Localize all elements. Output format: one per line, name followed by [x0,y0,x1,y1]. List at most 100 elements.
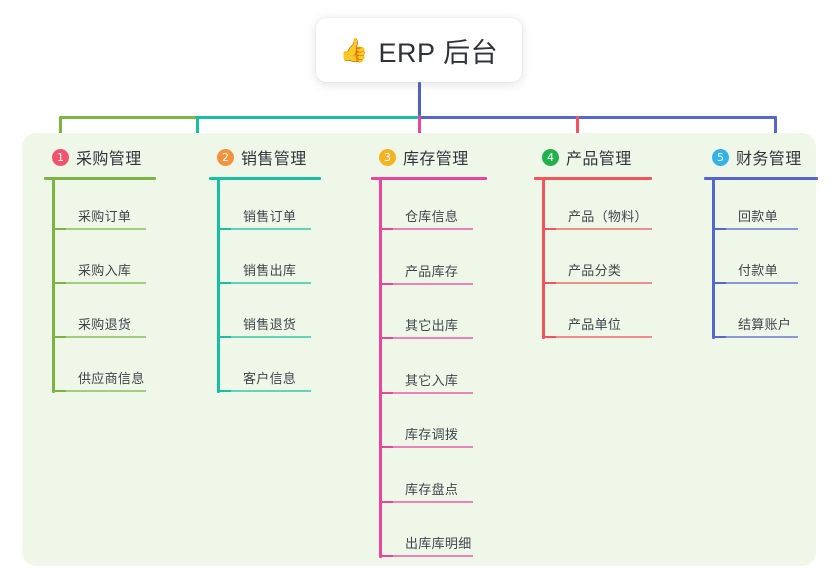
leaf-underline [66,336,146,338]
leaf-stub [52,390,66,392]
leaf-underline [231,228,311,230]
menu-item-label: 结算账户 [738,317,792,332]
leaf-stub [712,228,726,230]
leaf-underline [393,391,473,394]
root-stem-connector [418,82,421,116]
leaf-underline [393,555,473,557]
menu-item-label: 供应商信息 [78,371,145,386]
leaf-stub [542,282,556,284]
leaf-underline [726,336,798,338]
leaf-stub [712,282,726,284]
leaf-stub [217,390,231,392]
menu-item-label: 仓库信息 [405,209,459,224]
menu-item-label: 产品（物料） [568,209,648,224]
column-header-4[interactable]: 4 产品管理 [524,146,632,168]
column-rule-2 [209,177,321,180]
leaf-stub [379,500,393,503]
leaf-underline [66,228,146,230]
leaf-stub [52,228,66,230]
leaf-underline [393,446,473,448]
leaf-stub [379,337,393,339]
leaf-stub [52,336,66,338]
menu-item-label: 采购退货 [78,317,132,332]
leaf-stub [712,336,726,338]
column-trunk-4 [542,179,545,339]
leaf-underline [393,282,473,285]
column-rule-3 [371,177,487,180]
column-header-1[interactable]: 1 采购管理 [34,146,142,168]
leaf-underline [726,282,798,284]
menu-item-label: 客户信息 [243,371,297,386]
leaf-stub [379,228,393,230]
column-1: 1 采购管理采购订单采购入库采购退货供应商信息 [34,146,156,393]
column-trunk-5 [712,179,715,339]
leaf-stub [379,555,393,557]
column-header-3[interactable]: 3 库存管理 [361,146,469,168]
leaf-underline [393,500,473,503]
column-badge-5: 5 [712,148,729,166]
column-trunk-2 [217,179,220,393]
column-title-4: 产品管理 [566,151,632,168]
menu-item-label: 库存盘点 [405,481,459,497]
leaf-underline [556,228,652,230]
leaf-underline [66,390,146,392]
leaf-stub [379,282,393,285]
menu-item-label: 销售订单 [243,209,297,224]
root-title: ERP 后台 [378,37,499,68]
trunk-segment-teal [196,116,420,119]
column-title-5: 财务管理 [736,151,802,168]
menu-item-label: 其它出库 [405,318,459,333]
leaf-underline [556,282,652,284]
leaf-stub [379,391,393,394]
leaf-underline [231,390,311,392]
column-trunk-1 [52,179,55,393]
leaf-underline [726,228,798,230]
column-badge-2: 2 [217,148,234,166]
leaf-stub [217,282,231,284]
diagram-board [22,133,816,566]
column-title-2: 销售管理 [241,151,307,168]
column-header-2[interactable]: 2 销售管理 [199,146,307,168]
column-title-3: 库存管理 [403,151,469,168]
menu-item-label: 其它入库 [405,372,459,388]
leaf-underline [231,336,311,338]
leaf-underline [556,336,652,338]
column-rule-5 [704,177,818,180]
column-5: 5 财务管理回款单付款单结算账户 [694,146,818,339]
leaf-stub [542,336,556,338]
leaf-stub [217,336,231,338]
leaf-underline [66,282,146,284]
column-trunk-3 [379,179,382,558]
menu-item-label: 付款单 [738,263,778,278]
root-node[interactable]: 👍 ERP 后台 [316,18,522,82]
column-header-5[interactable]: 5 财务管理 [694,146,802,168]
column-rule-4 [534,177,652,180]
trunk-segment-blue [418,116,776,119]
leaf-underline [231,282,311,284]
leaf-stub [379,446,393,448]
column-badge-4: 4 [542,148,559,166]
menu-item-label: 采购订单 [78,209,132,224]
leaf-stub [52,282,66,284]
menu-item-label: 出库库明细 [405,536,472,551]
column-badge-1: 1 [52,148,69,166]
leaf-stub [217,228,231,230]
leaf-stub [542,228,556,230]
leaf-underline [393,228,473,230]
menu-item-label: 销售出库 [243,263,297,278]
column-4: 4 产品管理产品（物料） 产品分类产品单位 [524,146,652,339]
thumbs-up-icon: 👍 [339,36,369,63]
menu-item-label: 库存调拨 [405,427,459,442]
trunk-segment-green [60,116,198,119]
column-title-1: 采购管理 [76,151,142,168]
column-rule-1 [44,177,156,180]
menu-item-label: 回款单 [738,209,778,224]
menu-item-label: 销售退货 [243,317,297,332]
menu-item-label: 产品单位 [568,317,622,332]
column-badge-3: 3 [379,148,396,166]
menu-item-label: 采购入库 [78,263,132,278]
column-2: 2 销售管理销售订单销售出库销售退货客户信息 [199,146,321,393]
menu-item-label: 产品分类 [568,263,622,278]
